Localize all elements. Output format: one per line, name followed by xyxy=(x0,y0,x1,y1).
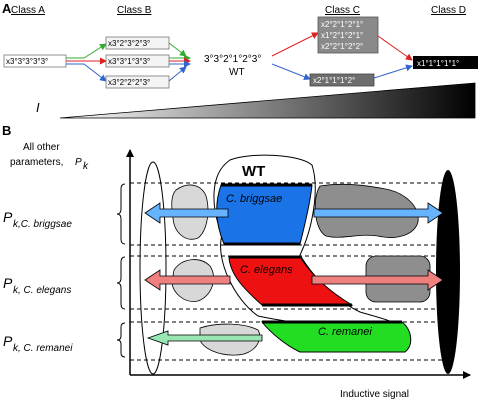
svg-text:P: P xyxy=(3,333,13,349)
class-b-box-3-label: x3°2°2°2°3° xyxy=(108,78,150,87)
right-black-ellipse xyxy=(436,170,460,374)
region-remanei xyxy=(260,321,412,353)
panel-b: B All other parameters, P k Inductive si… xyxy=(2,123,471,400)
arrow-briggsae-right xyxy=(313,202,444,224)
class-d-header: Class D xyxy=(431,5,466,16)
svg-text:P: P xyxy=(3,209,13,225)
panel-a-letter: A xyxy=(2,1,12,16)
inductive-gradient-wedge xyxy=(59,82,476,119)
row-boundaries xyxy=(130,182,448,361)
y-axis-label-line2: parameters, xyxy=(10,157,63,168)
gradient-label: I xyxy=(36,100,40,115)
y-axis-label-p: P xyxy=(75,157,82,168)
class-c-top-line-1: x2°2°1°2°1° xyxy=(321,20,363,29)
arrow-b1-to-wt xyxy=(168,42,187,57)
svg-text:P: P xyxy=(3,275,13,291)
arrow-c-to-d-red xyxy=(377,35,413,61)
class-c-top-line-2: x1°2°1°2°1° xyxy=(321,31,363,40)
class-d-box-label: x1°1°1°1°1° xyxy=(417,59,459,68)
row-braces xyxy=(116,183,126,358)
svg-text:k, C. elegans: k, C. elegans xyxy=(13,285,71,296)
x-axis-label: Inductive signal xyxy=(340,389,409,400)
arrow-wt-to-c-blue xyxy=(271,63,311,81)
class-c-bottom-label: x2°1°1°1°2° xyxy=(313,76,355,85)
panel-a: A Class A Class B Class C Class D x3°3°3… xyxy=(2,1,478,119)
class-b-box-3 xyxy=(105,75,170,89)
svg-text:k,C. briggsae: k,C. briggsae xyxy=(13,219,72,230)
arrow-briggsae-left xyxy=(144,202,229,224)
arrow-wt-to-c-red xyxy=(271,32,319,57)
arrow-elegans-right xyxy=(311,269,444,291)
left-open-ellipse xyxy=(139,161,167,375)
arrow-b3-to-wt xyxy=(168,66,187,82)
region-briggsae-label: C. briggsae xyxy=(226,193,282,205)
wt-region-label: WT xyxy=(242,163,265,180)
class-c-bottom-box xyxy=(309,73,375,87)
row-label-elegans: P k, C. elegans xyxy=(3,275,71,296)
class-c-header: Class C xyxy=(325,5,360,16)
class-a-box-label: x3°3°3°3°3° xyxy=(6,57,48,66)
arrow-c-to-d-blue xyxy=(373,64,413,79)
y-axis-label-sub: k xyxy=(83,161,89,172)
row-label-remanei: P k, C. remanei xyxy=(3,333,73,354)
svg-text:k, C. remanei: k, C. remanei xyxy=(13,343,73,354)
wt-pattern: 3°3°2°1°2°3° xyxy=(204,54,261,65)
class-b-header: Class B xyxy=(117,5,152,16)
region-elegans-label: C. elegans xyxy=(240,264,293,276)
class-d-box xyxy=(413,56,478,69)
y-axis-label-line1: All other xyxy=(23,142,60,153)
class-b-box-2-label: x3°3°1°3°3° xyxy=(108,57,150,66)
arrow-a-to-b-green xyxy=(66,43,107,59)
class-c-top-box xyxy=(317,16,379,54)
arrow-a-to-b-blue xyxy=(66,63,107,82)
class-a-header: Class A xyxy=(11,5,45,16)
arrow-elegans-left xyxy=(144,269,231,291)
class-c-top-line-3: x2°2°1°2°2° xyxy=(321,42,363,51)
panel-b-letter: B xyxy=(2,123,11,138)
class-b-box-1-label: x3°2°3°2°3° xyxy=(108,39,150,48)
wt-label: WT xyxy=(229,67,245,78)
row-label-briggsae: P k,C. briggsae xyxy=(3,209,72,230)
region-remanei-label: C. remanei xyxy=(318,326,372,338)
arrow-remanei-left xyxy=(146,330,263,346)
